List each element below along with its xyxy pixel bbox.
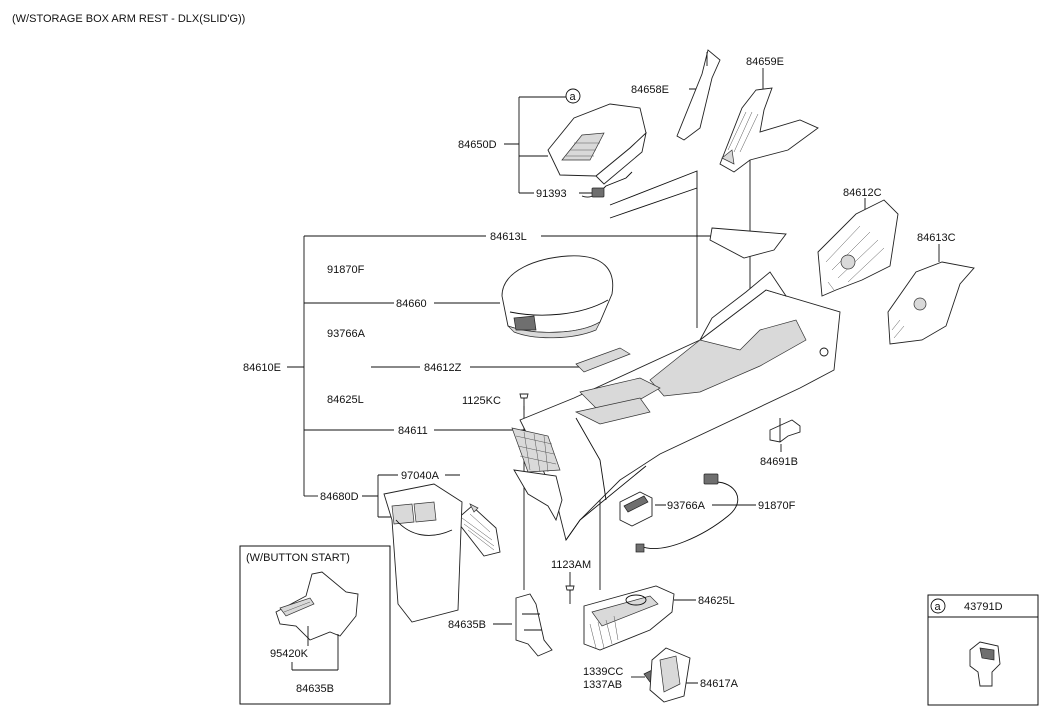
label-84658e: 84658E xyxy=(631,84,669,96)
side-trim-right xyxy=(719,87,819,173)
label-91393: 91393 xyxy=(536,188,567,200)
callout-a-letter: a xyxy=(570,91,577,103)
label-1339cc: 1339CC xyxy=(583,666,623,678)
label-1125kc: 1125KC xyxy=(462,395,501,407)
label-84613l: 84613L xyxy=(490,231,527,243)
diagram-header: (W/STORAGE BOX ARM REST - DLX(SLID'G)) xyxy=(12,13,245,25)
rear-vent xyxy=(455,503,501,557)
switch-93766a xyxy=(619,491,653,527)
main-console-body xyxy=(511,227,841,542)
label-84611: 84611 xyxy=(398,425,428,437)
part-labels: 84659E 84658E 84650D 91393 84613L 84612C… xyxy=(243,56,956,691)
label-84612c: 84612C xyxy=(843,187,882,199)
rear-cover xyxy=(383,483,463,623)
screw-1125kc xyxy=(519,393,529,410)
bracket-84691b xyxy=(769,418,801,443)
label-84635b-inset: 84635B xyxy=(296,683,334,695)
label-84659e: 84659E xyxy=(746,56,784,68)
inset-button-start: (W/BUTTON START) 95420K 84635B xyxy=(239,545,391,705)
label-93766a-bottom: 93766A xyxy=(667,500,706,512)
tray-pad xyxy=(575,347,631,373)
label-84635b: 84635B xyxy=(448,619,486,631)
armrest xyxy=(501,255,614,339)
label-84613c: 84613C xyxy=(917,232,956,244)
cup-holder-tray xyxy=(583,585,675,651)
cable-91870f xyxy=(635,473,739,553)
label-84612z: 84612Z xyxy=(424,362,462,374)
label-84691b: 84691B xyxy=(760,456,798,468)
side-trim-left xyxy=(676,49,721,141)
callout-a: a xyxy=(565,88,581,104)
label-91870f-top: 91870F xyxy=(327,264,365,276)
label-84680d: 84680D xyxy=(320,491,359,503)
label-84617a: 84617A xyxy=(700,678,739,690)
bracket-84617a xyxy=(649,647,691,703)
label-84610e: 84610E xyxy=(243,362,281,374)
side-panel-rear xyxy=(817,199,899,297)
wiring-harness xyxy=(581,171,633,198)
leader-lines xyxy=(287,68,940,684)
label-84625l-bottom: 84625L xyxy=(698,595,735,607)
label-1123am: 1123AM xyxy=(551,559,591,571)
inset-ref-letter: a xyxy=(935,601,942,613)
label-91870f-bottom: 91870F xyxy=(758,500,796,512)
label-84625l-top: 84625L xyxy=(327,394,364,406)
inset-button-start-title: (W/BUTTON START) xyxy=(246,552,350,564)
label-95420k: 95420K xyxy=(270,648,309,660)
label-1337ab: 1337AB xyxy=(583,679,622,691)
inset-reference-a: a 43791D xyxy=(927,594,1039,706)
bracket-84635b xyxy=(515,593,553,657)
label-97040a: 97040A xyxy=(401,470,440,482)
screw-1123am xyxy=(565,585,575,604)
side-panel-front xyxy=(887,261,975,345)
inset-ref-part: 43791D xyxy=(964,601,1003,613)
label-93766a-top: 93766A xyxy=(327,328,366,340)
label-84650d: 84650D xyxy=(458,139,497,151)
label-84660: 84660 xyxy=(396,298,427,310)
shift-console-cover xyxy=(547,103,647,185)
